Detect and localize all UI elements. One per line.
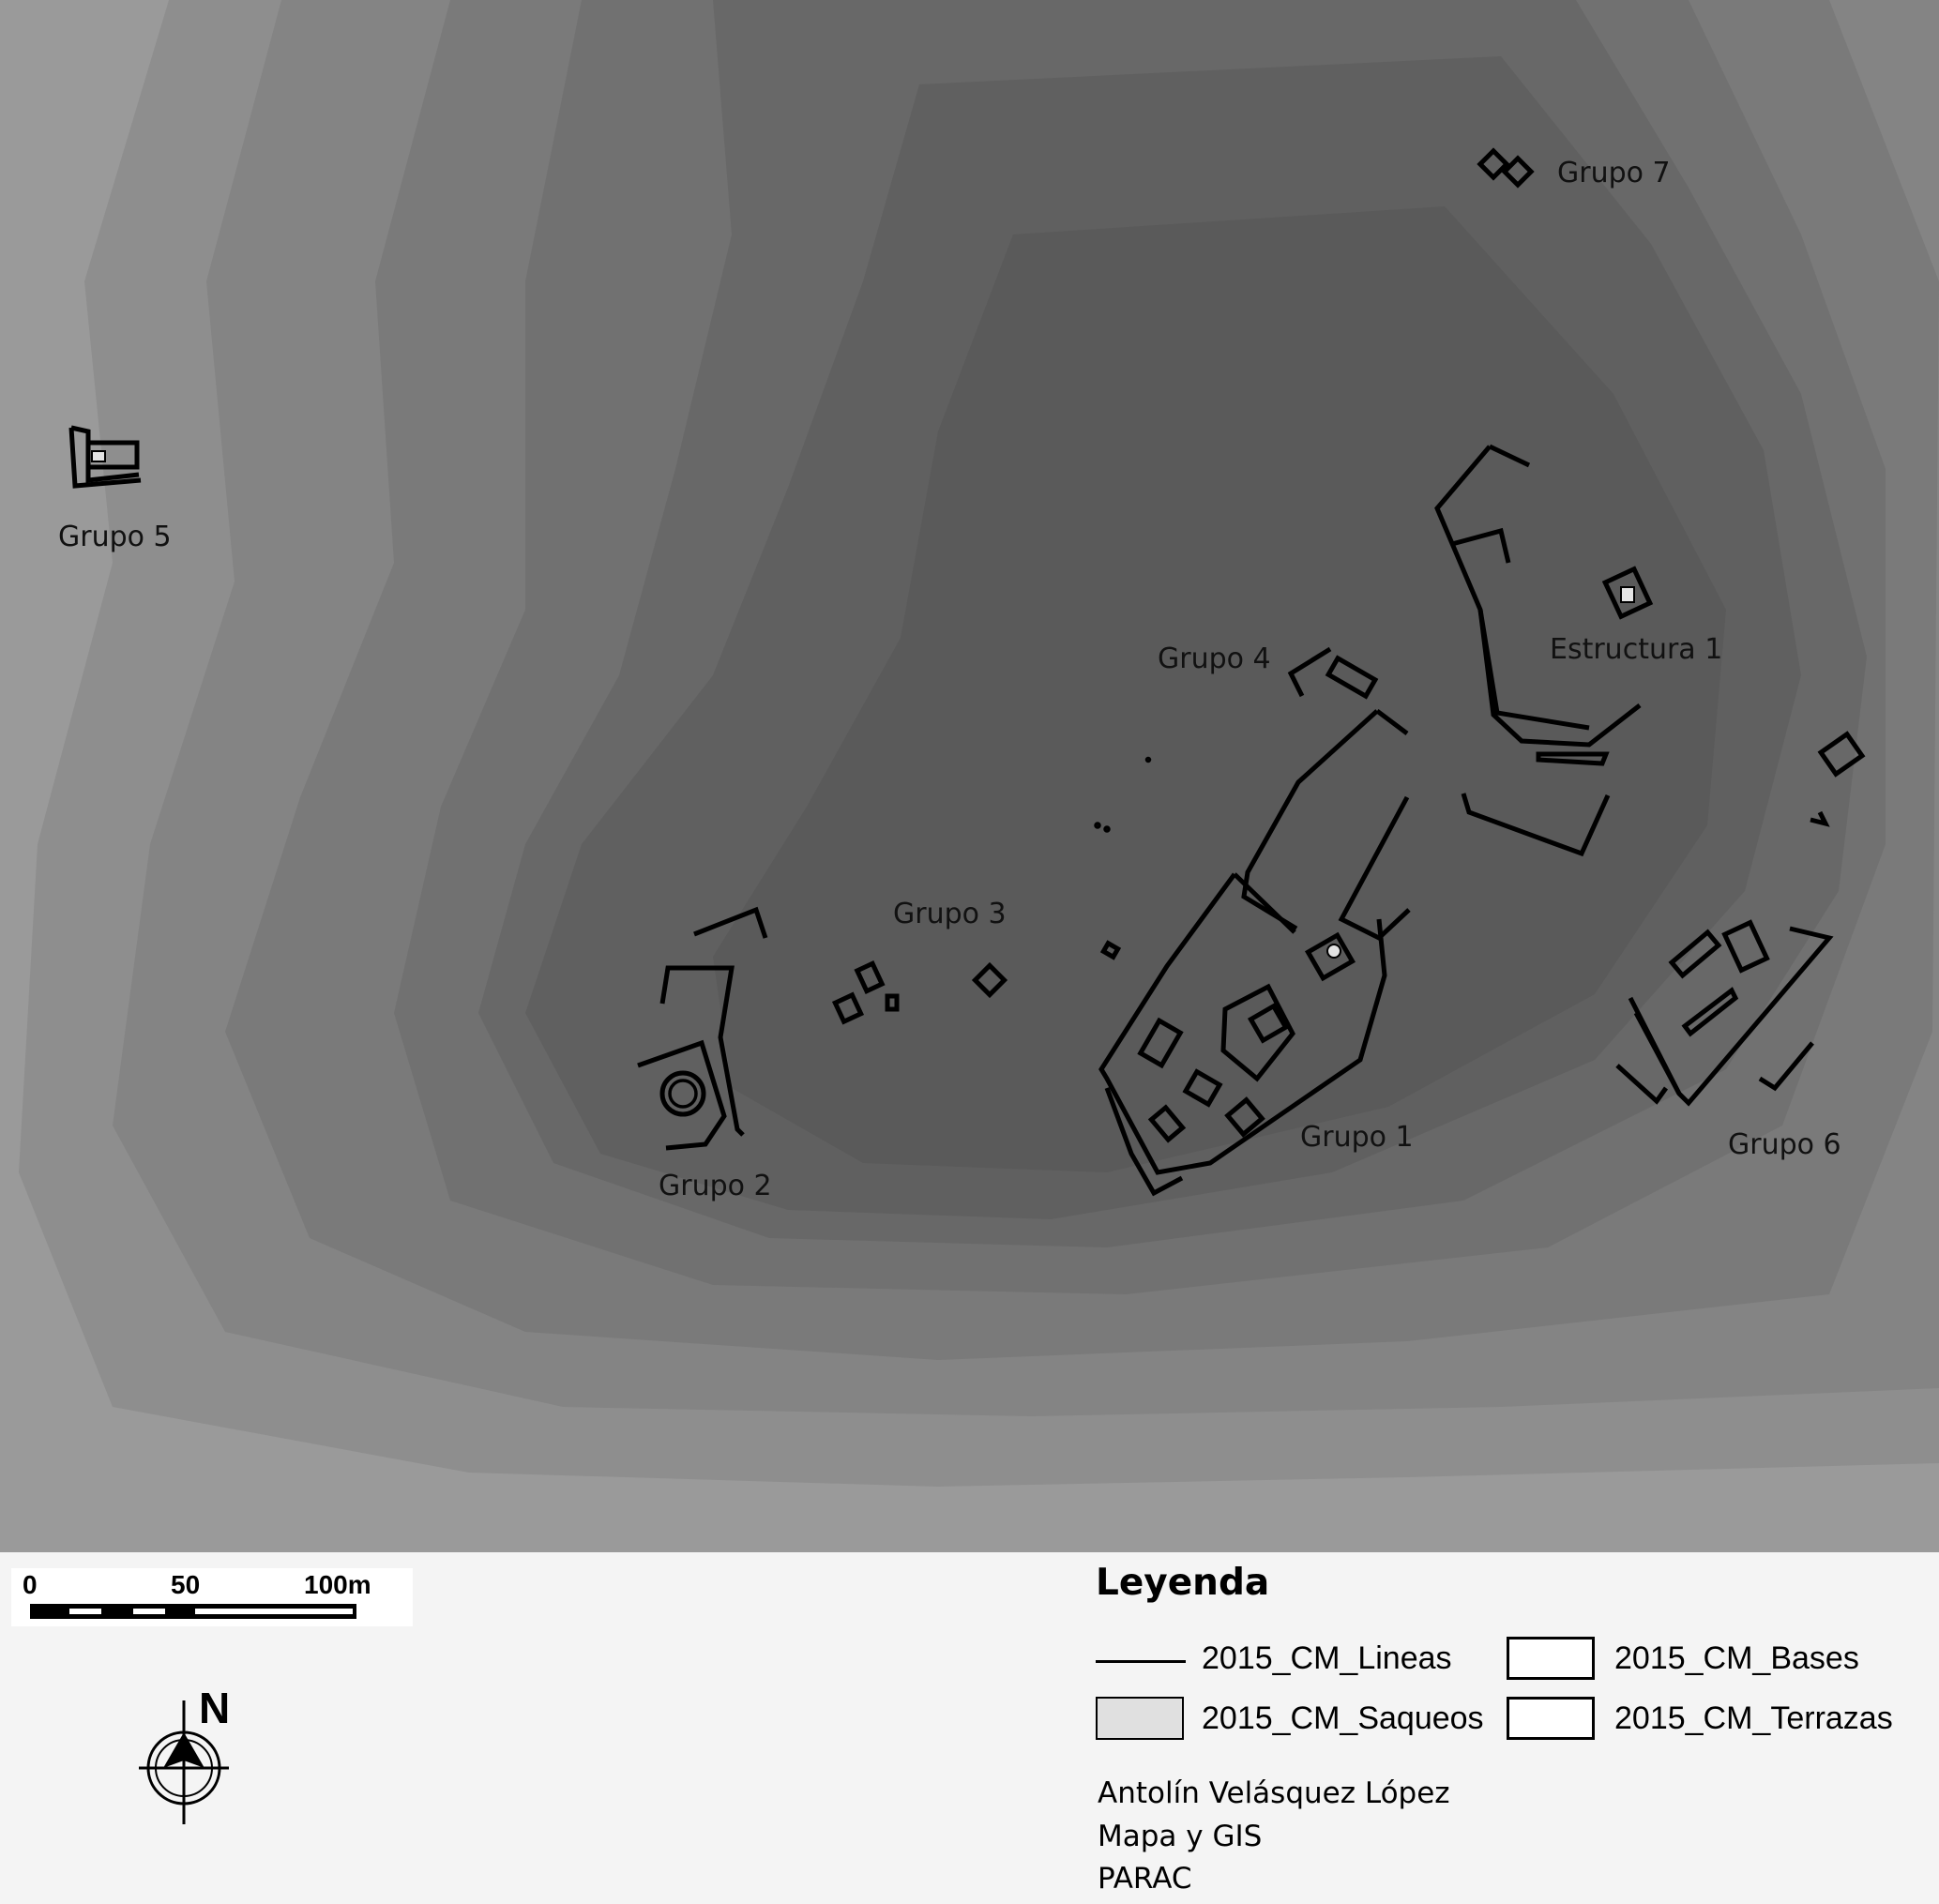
- legend-item-label: 2015_CM_Saqueos: [1202, 1700, 1484, 1736]
- label-estructura-1: Estructura 1: [1550, 633, 1722, 666]
- grupo-7-structures[interactable]: [1477, 147, 1535, 189]
- scale-label-50: 50: [171, 1570, 201, 1599]
- grupo-4-structures[interactable]: [1287, 646, 1379, 700]
- legend-line-symbol: [1096, 1660, 1186, 1663]
- terrain-band-7: [713, 206, 1726, 1172]
- legend-saqueo-symbol: [1096, 1697, 1184, 1740]
- credit-author: Antolín Velásquez López: [1098, 1776, 1450, 1810]
- grupo-1-structures[interactable]: [1094, 709, 1411, 1197]
- estructura-1-structures[interactable]: [1434, 444, 1654, 766]
- label-grupo-6: Grupo 6: [1728, 1128, 1841, 1161]
- legend-box-symbol: [1507, 1637, 1595, 1680]
- legend-box-symbol: [1507, 1697, 1595, 1740]
- legend-item-label: 2015_CM_Terrazas: [1614, 1700, 1893, 1736]
- scale-label-0: 0: [23, 1570, 38, 1599]
- east-terrace-structures[interactable]: [1461, 731, 1866, 857]
- north-label: N: [199, 1684, 230, 1732]
- label-grupo-4: Grupo 4: [1158, 642, 1271, 675]
- credit-mapa-gis: Mapa y GIS: [1098, 1820, 1263, 1853]
- north-arrow-compass-icon: N: [139, 1684, 230, 1824]
- legend-title: Leyenda: [1096, 1562, 1270, 1604]
- credit-parac: PARAC: [1098, 1862, 1192, 1896]
- label-grupo-7: Grupo 7: [1557, 157, 1671, 189]
- scale-label-100m: 100m: [304, 1570, 371, 1599]
- label-grupo-3: Grupo 3: [893, 898, 1007, 930]
- label-grupo-5: Grupo 5: [58, 521, 172, 553]
- grupo-5-structures[interactable]: [68, 425, 142, 489]
- label-grupo-2: Grupo 2: [659, 1170, 772, 1202]
- scale-bar: 0 50 100m: [11, 1568, 413, 1626]
- site-map[interactable]: Grupo 7 Grupo 5 Estructura 1 Grupo 4: [0, 0, 1939, 1552]
- legend-item-label: 2015_CM_Lineas: [1202, 1640, 1452, 1676]
- map-canvas: Grupo 7 Grupo 5 Estructura 1 Grupo 4: [0, 0, 1939, 1552]
- legend-item-label: 2015_CM_Bases: [1614, 1640, 1859, 1676]
- north-arrow: N: [131, 1684, 244, 1837]
- grupo-6-structures[interactable]: [1615, 919, 1834, 1107]
- grupo-3-structures[interactable]: [831, 960, 1008, 1025]
- label-grupo-1: Grupo 1: [1300, 1121, 1414, 1154]
- scale-bar-graphic: [30, 1604, 356, 1619]
- grupo-2-structures[interactable]: [637, 906, 768, 1151]
